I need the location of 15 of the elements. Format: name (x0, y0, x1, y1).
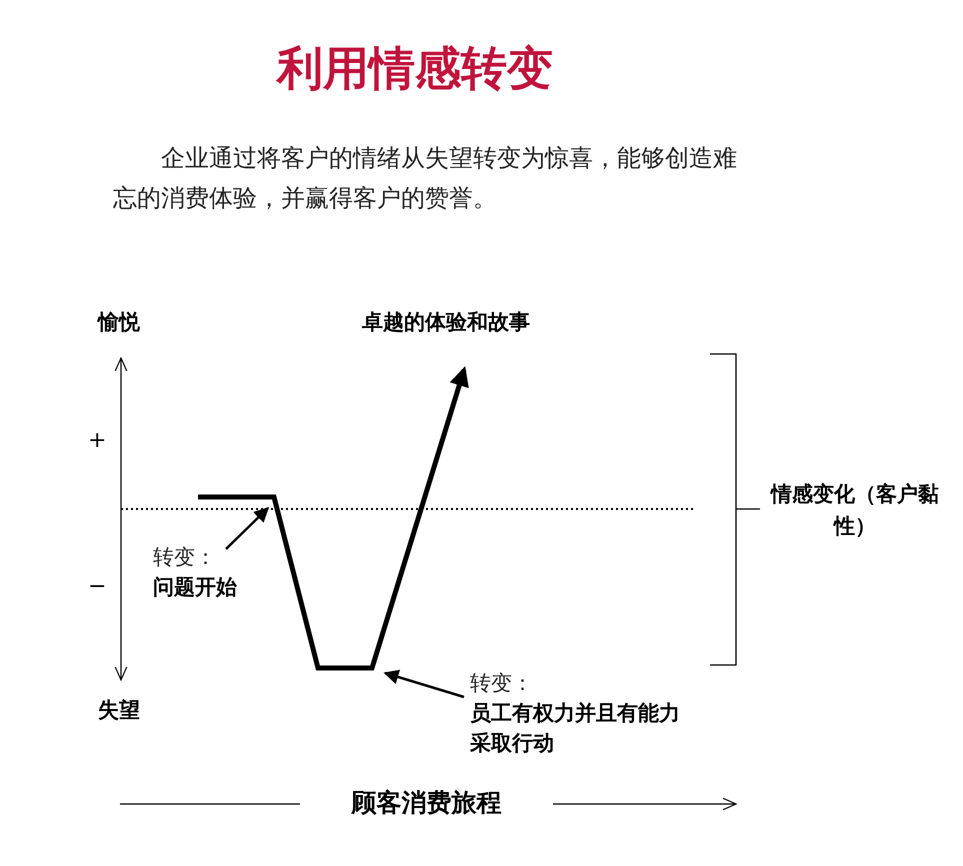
minus-sign: − (88, 574, 106, 599)
leader-arrow (225, 506, 270, 550)
axis-label: 愉悦 (98, 309, 140, 336)
callout-heading: 转变： (470, 670, 534, 697)
callout-text: 员工有权力并且有能力采取行动 (470, 700, 680, 757)
paragraph: 企业通过将客户的情绪从失望转变为惊喜，能够创造难忘的消费体验，并赢得客户的赞誉。 (113, 143, 738, 214)
axis-title: 顾客消费旅程 (350, 787, 502, 819)
callout-text: 问题开始 (153, 574, 238, 601)
bracket-label: 情感变化（客户黏性） (770, 481, 940, 540)
peak-label: 卓越的体验和故事 (362, 309, 530, 336)
leader-arrow (384, 670, 464, 698)
callout-heading: 转变： (153, 544, 217, 571)
title: 利用情感转变 (274, 40, 554, 97)
plus-sign: + (88, 428, 106, 453)
axis-label: 失望 (98, 697, 140, 724)
